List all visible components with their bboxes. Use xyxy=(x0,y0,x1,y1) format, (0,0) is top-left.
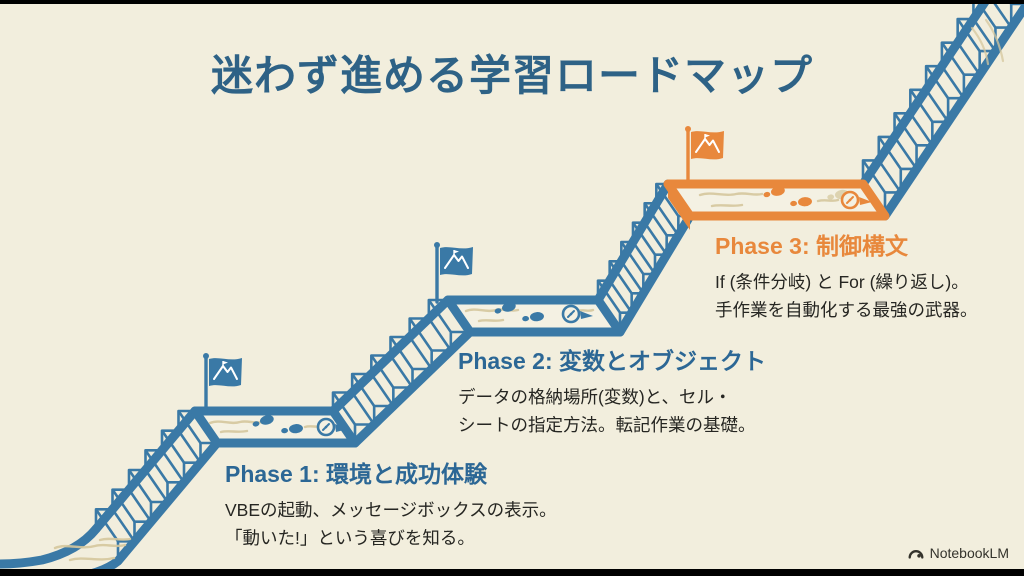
brand-footer: NotebookLM xyxy=(907,545,1009,561)
letterbox-top xyxy=(0,0,1024,4)
phase-1-block: Phase 1: 環境と成功体験 VBEの起動、メッセージボックスの表示。 「動… xyxy=(225,455,655,552)
footprints-icon xyxy=(494,302,516,314)
platform-3 xyxy=(663,179,890,230)
notebooklm-logo-icon xyxy=(908,550,924,559)
phase-1-body: VBEの起動、メッセージボックスの表示。 「動いた!」という喜びを知る。 xyxy=(225,500,557,548)
phase-2-heading: Phase 2: 変数とオブジェクト xyxy=(458,348,766,374)
page-title: 迷わず進める学習ロードマップ xyxy=(210,52,813,99)
mountain-flag-icon xyxy=(434,242,473,304)
phase-3-block: Phase 3: 制御構文 If (条件分岐) と For (繰り返し)。 手作… xyxy=(715,227,1024,324)
phase-3-heading: Phase 3: 制御構文 xyxy=(715,233,908,259)
mountain-flag-icon xyxy=(685,126,724,188)
platform-1 xyxy=(190,406,360,448)
compass-icon xyxy=(561,304,593,324)
stairs-segment-1 xyxy=(91,406,222,566)
stairs-segment-3 xyxy=(593,179,695,337)
letterbox-bottom xyxy=(0,569,1024,576)
brand-name: NotebookLM xyxy=(929,545,1009,561)
phase-1-heading: Phase 1: 環境と成功体験 xyxy=(225,461,487,487)
compass-icon xyxy=(840,190,872,210)
phase-2-block: Phase 2: 変数とオブジェクト データの格納場所(変数)と、セル・ シート… xyxy=(458,342,888,439)
footprints-icon xyxy=(252,415,274,427)
footprints-icon xyxy=(522,312,544,322)
compass-icon xyxy=(316,417,348,437)
phase-3-body: If (条件分岐) と For (繰り返し)。 手作業を自動化する最強の武器。 xyxy=(715,272,978,320)
stairs-segment-2 xyxy=(328,295,475,448)
phase-2-body: データの格納場所(変数)と、セル・ シートの指定方法。転記作業の基礎。 xyxy=(458,387,756,435)
footprints-icon xyxy=(790,197,812,207)
footprints-icon xyxy=(281,424,303,434)
footprints-icon xyxy=(763,186,785,198)
mountain-flag-icon xyxy=(203,353,242,415)
ground-mound xyxy=(0,524,123,576)
stairs-segment-4 xyxy=(858,0,1024,221)
